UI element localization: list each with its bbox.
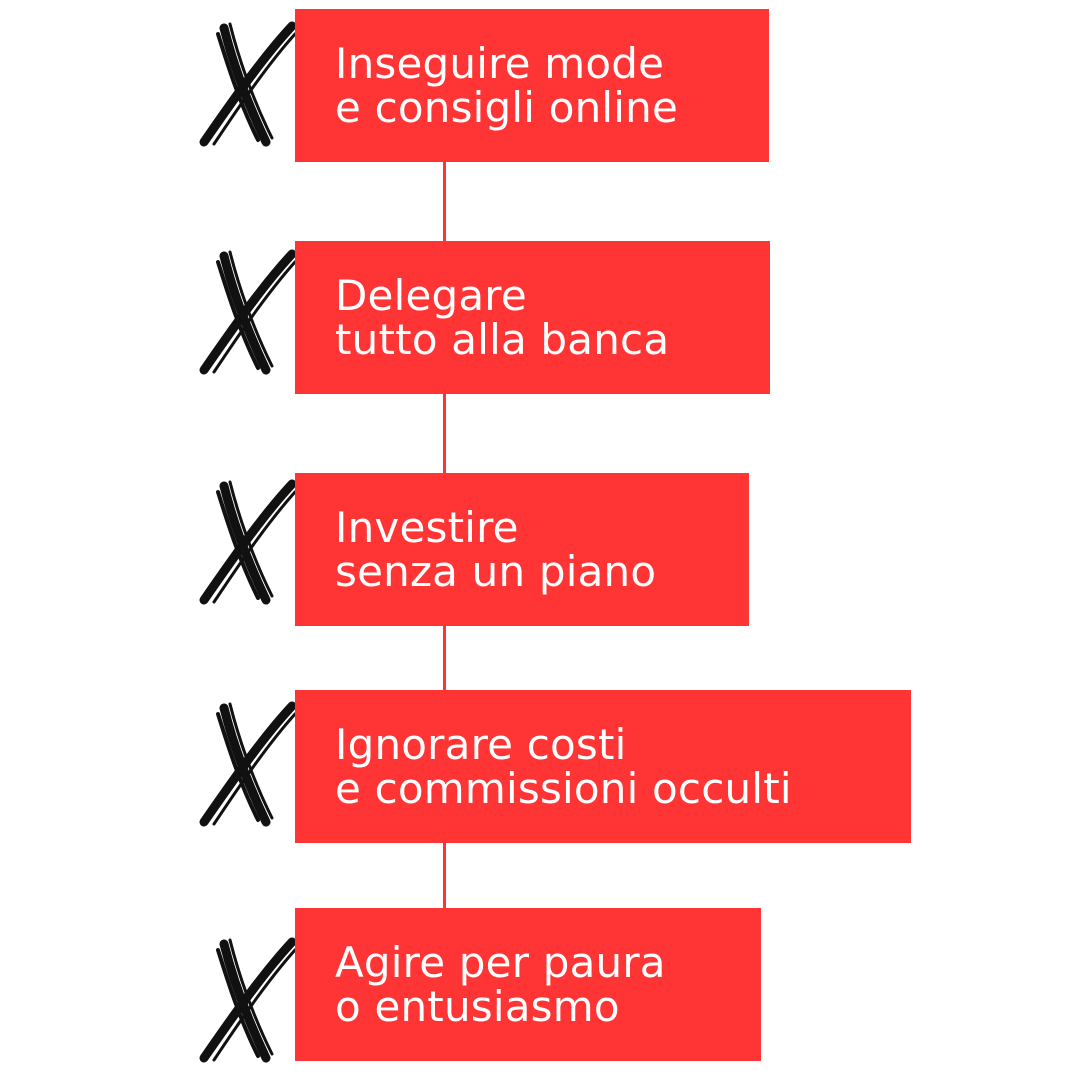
x-mark-icon — [196, 248, 300, 376]
x-mark-icon — [196, 700, 300, 828]
step-box-1: Inseguire mode e consigli online — [295, 9, 769, 162]
step-1-line-2: e consigli online — [335, 82, 679, 132]
connector-line-3 — [443, 626, 446, 692]
step-4-line-1: Ignorare costi — [335, 719, 627, 769]
step-2-line-1: Delegare — [335, 270, 527, 320]
step-3-line-2: senza un piano — [335, 546, 657, 596]
step-4-line-2: e commissioni occulti — [335, 763, 792, 813]
step-box-4: Ignorare costi e commissioni occulti — [295, 690, 911, 843]
connector-line-4 — [443, 843, 446, 909]
x-mark-icon — [196, 936, 300, 1064]
step-5-line-2: o entusiasmo — [335, 981, 620, 1031]
step-5-line-1: Agire per paura — [335, 937, 666, 987]
x-mark-icon — [196, 20, 300, 148]
step-box-2: Delegare tutto alla banca — [295, 241, 770, 394]
step-box-5: Agire per paura o entusiasmo — [295, 908, 761, 1061]
step-2-line-2: tutto alla banca — [335, 314, 670, 364]
step-box-3: Investire senza un piano — [295, 473, 749, 626]
step-3-line-1: Investire — [335, 502, 519, 552]
step-1-line-1: Inseguire mode — [335, 38, 665, 88]
x-mark-icon — [196, 478, 300, 606]
connector-line-1 — [443, 162, 446, 242]
connector-line-2 — [443, 394, 446, 474]
